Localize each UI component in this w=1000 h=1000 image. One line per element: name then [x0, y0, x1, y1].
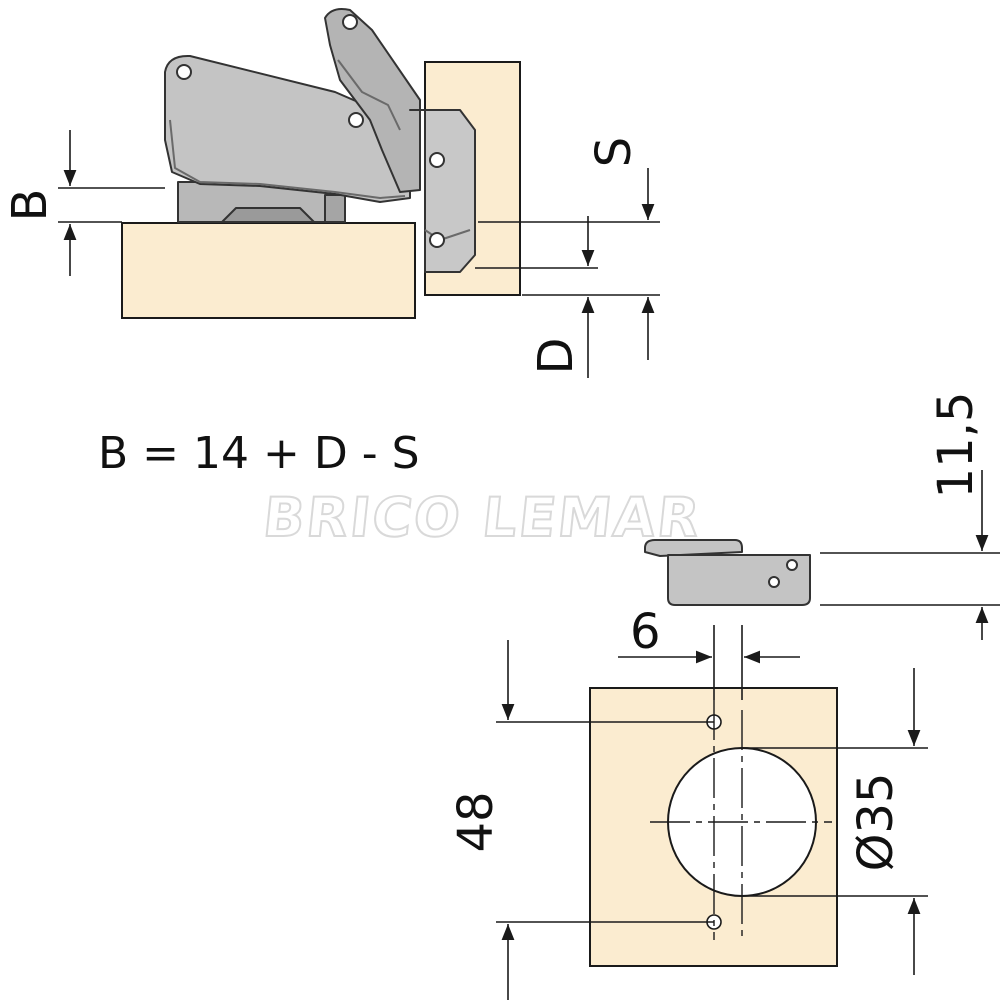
label-height: 11,5 — [928, 392, 984, 499]
label-offset: 6 — [630, 604, 661, 660]
label-S: S — [586, 137, 642, 167]
cabinet-side-panel — [121, 222, 416, 319]
dimension-S — [478, 168, 660, 360]
dimension-diameter — [742, 668, 928, 975]
formula: B = 14 + D - S — [98, 428, 420, 479]
dimension-spacing — [496, 640, 714, 1000]
mounting-plate-side — [644, 539, 811, 606]
dimension-D — [475, 216, 598, 378]
label-B: B — [2, 189, 58, 222]
dimension-height — [820, 470, 1000, 640]
watermark: BRICO LEMAR — [260, 486, 704, 549]
label-diameter: Ø35 — [848, 773, 904, 872]
dimension-B — [58, 130, 165, 276]
hinge-body — [164, 8, 476, 273]
dimension-offset — [618, 625, 800, 700]
label-D: D — [528, 338, 584, 375]
label-spacing: 48 — [448, 791, 504, 852]
